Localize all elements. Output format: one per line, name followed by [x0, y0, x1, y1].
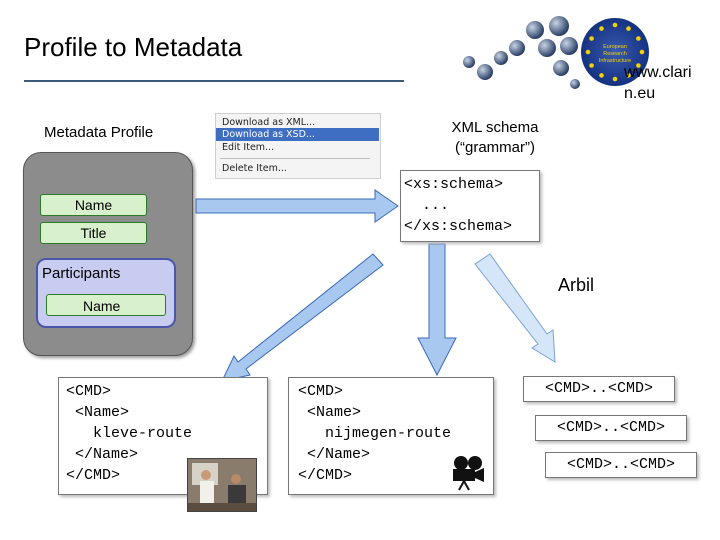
- participants-label: Participants: [42, 265, 121, 282]
- arrow-schema-to-left-cmd: [221, 253, 384, 382]
- cmd-line: </Name>: [66, 446, 139, 463]
- photo-image: [187, 458, 257, 512]
- xml-schema-code: <xs:schema> ... </xs:schema>: [404, 174, 512, 237]
- logo-dot: [549, 16, 569, 36]
- logo-dot: [526, 21, 544, 39]
- xml-schema-box: [400, 170, 540, 242]
- context-menu: Download as XML... Download as XSD... Ed…: [215, 113, 381, 179]
- logo-dot: [509, 40, 525, 56]
- cmd-line: </CMD>: [66, 467, 121, 484]
- eu-stars: [585, 22, 645, 82]
- menu-item-download-xml[interactable]: Download as XML...: [222, 117, 316, 128]
- cmd-line: kleve-route: [66, 425, 193, 442]
- participants-component: [36, 258, 176, 328]
- schema-line: </xs:schema>: [404, 218, 513, 235]
- cmd-line: </Name>: [298, 446, 371, 463]
- cmd-line: <Name>: [66, 404, 130, 421]
- logo-dot: [494, 51, 508, 65]
- schema-line: ...: [404, 197, 450, 214]
- cmd-middle-code: <CMD> <Name> nijmegen-route </Name> </CMD…: [298, 381, 451, 486]
- camera-icon: [453, 456, 484, 491]
- cmd-line: <CMD>: [66, 383, 112, 400]
- logo-dot: [553, 60, 569, 76]
- arrow-profile-to-schema: [195, 189, 399, 223]
- photo-people-icon: [188, 459, 256, 511]
- profile-field-name: Name: [40, 194, 147, 216]
- clarin-logo: European Research Infrastructure: [463, 16, 649, 89]
- title-underline: [24, 80, 404, 82]
- schema-line: <xs:schema>: [404, 176, 504, 193]
- logo-dot: [538, 39, 556, 57]
- arrow-schema-to-middle-cmd: [417, 243, 457, 377]
- cmd-line: <CMD>: [298, 383, 344, 400]
- menu-separator: [220, 158, 370, 159]
- logo-dot: [570, 79, 580, 89]
- xml-schema-label: XML schema (“grammar”): [420, 118, 570, 158]
- url-text[interactable]: www.clari n.eu: [624, 62, 714, 104]
- profile-field-title: Title: [40, 222, 147, 244]
- logo-text: Infrastructure: [599, 58, 631, 64]
- logo-dot: [560, 37, 578, 55]
- menu-item-edit[interactable]: Edit Item...: [222, 142, 275, 153]
- logo-dot: [463, 56, 475, 68]
- cmd-right-box-1: <CMD>..<CMD>: [523, 376, 675, 402]
- logo-dot: [477, 64, 493, 80]
- xml-schema-label-line-2: (“grammar”): [455, 139, 535, 156]
- slide-title: Profile to Metadata: [24, 32, 243, 62]
- url-line-2: n.eu: [624, 85, 656, 102]
- cmd-line: <Name>: [298, 404, 362, 421]
- cmd-line: nijmegen-route: [298, 425, 452, 442]
- arrow-arbil-beam: [474, 253, 556, 363]
- xml-schema-label-line-1: XML schema: [451, 119, 539, 136]
- cmd-line: </CMD>: [298, 467, 353, 484]
- participants-field-name: Name: [46, 294, 166, 316]
- url-line-1: www.clari: [624, 64, 692, 81]
- logo-text: European: [603, 44, 627, 50]
- menu-item-delete[interactable]: Delete Item...: [222, 163, 287, 174]
- cmd-left-code: <CMD> <Name> kleve-route </Name> </CMD>: [66, 381, 192, 486]
- cmd-right-box-3: <CMD>..<CMD>: [545, 452, 697, 478]
- arbil-label: Arbil: [558, 275, 595, 295]
- logo-text: Research: [603, 51, 627, 57]
- eu-circle: [581, 18, 649, 86]
- menu-item-download-xsd[interactable]: Download as XSD...: [222, 129, 315, 140]
- menu-selection-highlight: [216, 128, 379, 141]
- cmd-right-box-2: <CMD>..<CMD>: [535, 415, 687, 441]
- metadata-profile-label: Metadata Profile: [44, 124, 154, 141]
